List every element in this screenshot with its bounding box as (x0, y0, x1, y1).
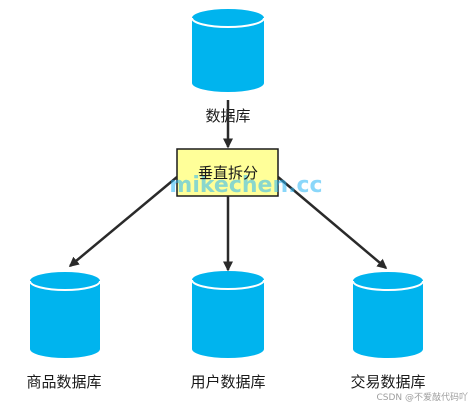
csdn-credit: CSDN @不爱敲代码吖 (376, 391, 468, 403)
vertical-split-box (176, 148, 279, 197)
arrow-split-to-product-db (68, 176, 178, 267)
trade-database-label: 交易数据库 (350, 373, 425, 391)
vertical-split-label: 垂直拆分 (198, 164, 258, 182)
arrow-split-to-trade-db (277, 176, 388, 269)
user-database-label: 用户数据库 (190, 373, 265, 391)
trade-database-icon (352, 272, 424, 358)
product-database-icon (29, 272, 101, 358)
product-database-label: 商品数据库 (26, 373, 101, 391)
user-database-icon (191, 271, 265, 358)
watermark-text: mikechen.cc (169, 173, 322, 198)
source-database-icon (191, 9, 265, 92)
